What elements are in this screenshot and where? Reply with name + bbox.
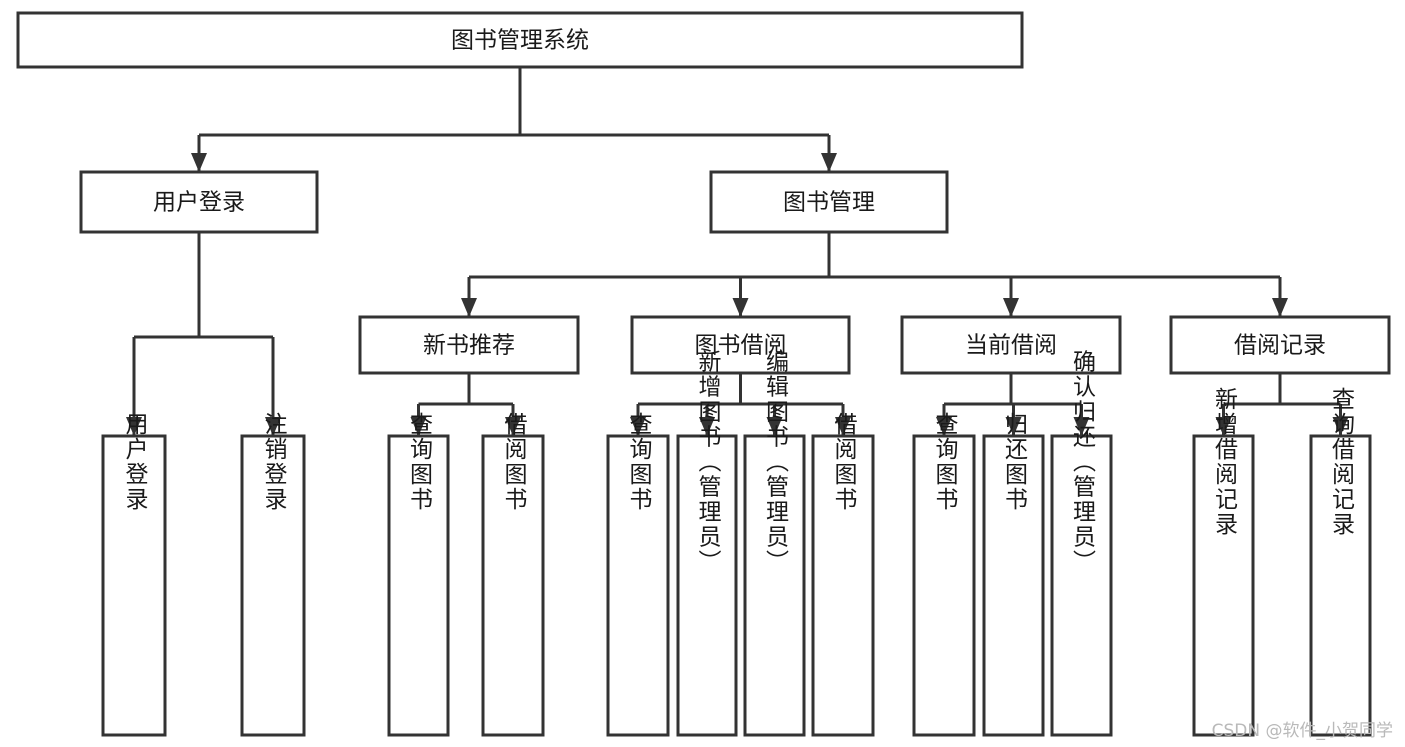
node-label-leaf-edit-book: 编辑图书（管理员） [762, 350, 790, 575]
node-user-login[interactable]: 用户登录 [79, 170, 319, 234]
node-label-leaf-query-borrow-record: 查询借阅记录 [1328, 387, 1356, 537]
node-box-book-management [709, 170, 949, 234]
node-leaf-query-book-rec[interactable]: 查询图书 [387, 412, 450, 737]
arrow-head-icon [630, 417, 646, 436]
arrow-head-icon [265, 417, 281, 436]
arrow-head-icon [732, 298, 749, 317]
arrow-head-icon [410, 417, 427, 436]
arrow-head-icon [505, 417, 521, 436]
arrow-head-icon [1332, 417, 1349, 436]
node-label-leaf-confirm-return: 确认归还（管理员） [1069, 350, 1097, 575]
node-box-book-borrow [630, 315, 851, 375]
node-box-leaf-borrow-book [811, 434, 875, 737]
node-label-user-login: 用户登录 [153, 190, 245, 216]
node-leaf-add-borrow-record[interactable]: 新增借阅记录 [1192, 387, 1255, 737]
arrow-head-icon [191, 153, 207, 172]
node-box-leaf-add-book [676, 434, 738, 737]
node-label-new-book-recommend: 新书推荐 [423, 333, 515, 359]
node-current-borrow[interactable]: 当前借阅 [900, 315, 1122, 375]
node-label-leaf-user-login: 用户登录 [121, 412, 149, 512]
node-box-leaf-query-borrow-record [1309, 434, 1372, 737]
node-label-book-borrow: 图书借阅 [695, 333, 787, 359]
node-book-borrow[interactable]: 图书借阅 [630, 315, 851, 375]
arrow-head-icon [461, 298, 477, 317]
node-box-root [16, 11, 1024, 69]
node-leaf-add-book[interactable]: 新增图书（管理员） [676, 350, 738, 737]
node-box-current-borrow [900, 315, 1122, 375]
node-label-current-borrow: 当前借阅 [965, 333, 1057, 359]
node-label-leaf-borrow-book-rec: 借阅图书 [500, 412, 528, 512]
node-leaf-user-logout[interactable]: 注销登录 [240, 412, 306, 737]
arrow-head-icon [835, 417, 851, 436]
node-box-user-login [79, 170, 319, 234]
node-new-book-recommend[interactable]: 新书推荐 [358, 315, 580, 375]
arrow-head-icon [1005, 417, 1022, 436]
node-box-leaf-query-book-borrow [606, 434, 670, 737]
node-label-leaf-borrow-book: 借阅图书 [830, 412, 858, 512]
arrow-head-icon [1073, 417, 1090, 436]
node-label-leaf-query-book-current: 查询图书 [931, 412, 959, 512]
node-leaf-borrow-book[interactable]: 借阅图书 [811, 412, 875, 737]
node-label-root: 图书管理系统 [451, 28, 589, 54]
arrow-head-icon [699, 417, 715, 436]
arrow-head-icon [821, 153, 837, 172]
arrow-head-icon [936, 417, 952, 436]
node-box-leaf-add-borrow-record [1192, 434, 1255, 737]
arrow-head-icon [1215, 417, 1232, 436]
node-box-leaf-query-book-current [912, 434, 976, 737]
arrow-head-icon [126, 417, 142, 436]
node-leaf-query-book-current[interactable]: 查询图书 [912, 412, 976, 737]
node-label-leaf-query-book-rec: 查询图书 [406, 412, 434, 512]
node-leaf-user-login[interactable]: 用户登录 [101, 412, 167, 737]
node-borrow-records[interactable]: 借阅记录 [1169, 315, 1391, 375]
node-leaf-confirm-return[interactable]: 确认归还（管理员） [1050, 350, 1113, 737]
node-label-leaf-add-book: 新增图书（管理员） [694, 350, 722, 575]
node-box-leaf-edit-book [743, 434, 806, 737]
node-box-leaf-borrow-book-rec [481, 434, 545, 737]
node-label-leaf-add-borrow-record: 新增借阅记录 [1211, 387, 1239, 537]
node-label-leaf-return-book: 归还图书 [1001, 412, 1029, 512]
node-boxes: 图书管理系统用户登录图书管理新书推荐图书借阅当前借阅借阅记录用户登录注销登录查询… [16, 11, 1391, 737]
arrow-head-icon [1003, 298, 1019, 317]
node-leaf-return-book[interactable]: 归还图书 [982, 412, 1045, 737]
node-label-leaf-user-logout: 注销登录 [260, 412, 288, 512]
connector-lines [126, 67, 1349, 436]
node-book-management[interactable]: 图书管理 [709, 170, 949, 234]
arrow-head-icon [766, 417, 783, 436]
node-box-leaf-user-login [101, 434, 167, 737]
node-label-leaf-query-book-borrow: 查询图书 [625, 412, 653, 512]
node-box-leaf-user-logout [240, 434, 306, 737]
node-leaf-borrow-book-rec[interactable]: 借阅图书 [481, 412, 545, 737]
node-box-leaf-return-book [982, 434, 1045, 737]
arrow-head-icon [1272, 298, 1288, 317]
node-leaf-query-book-borrow[interactable]: 查询图书 [606, 412, 670, 737]
node-box-leaf-query-book-rec [387, 434, 450, 737]
node-box-borrow-records [1169, 315, 1391, 375]
node-leaf-edit-book[interactable]: 编辑图书（管理员） [743, 350, 806, 737]
node-leaf-query-borrow-record[interactable]: 查询借阅记录 [1309, 387, 1372, 737]
node-box-new-book-recommend [358, 315, 580, 375]
node-label-book-management: 图书管理 [783, 190, 875, 216]
node-root[interactable]: 图书管理系统 [16, 11, 1024, 69]
node-box-leaf-confirm-return [1050, 434, 1113, 737]
node-label-borrow-records: 借阅记录 [1234, 333, 1326, 359]
